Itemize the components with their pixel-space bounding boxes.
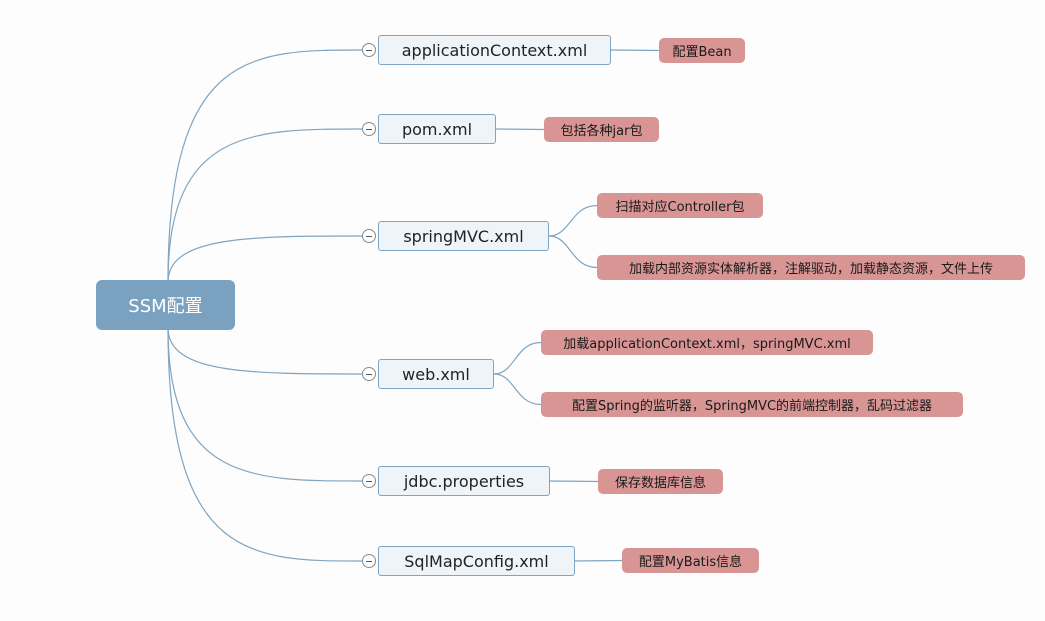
topic-label: applicationContext.xml — [401, 40, 588, 60]
note-scan-controller[interactable]: 扫描对应Controller包 — [597, 193, 763, 218]
note-label: 加载内部资源实体解析器，注解驱动，加载静态资源，文件上传 — [628, 262, 993, 277]
central-topic[interactable]: SSM配置 — [96, 280, 235, 330]
topic-label: jdbc.properties — [403, 471, 525, 491]
note-connector — [495, 128, 545, 131]
collapse-toggle-icon[interactable] — [362, 122, 376, 136]
collapse-toggle-icon[interactable] — [362, 43, 376, 57]
topic-connector — [167, 49, 363, 283]
topic-sqlmapconfig-xml[interactable]: SqlMapConfig.xml — [378, 546, 575, 576]
topic-connector — [167, 235, 363, 283]
topic-web-xml[interactable]: web.xml — [378, 359, 494, 389]
topic-pom-xml[interactable]: pom.xml — [378, 114, 496, 144]
note-connector — [574, 559, 623, 562]
note-connector — [493, 341, 542, 375]
topic-label: web.xml — [402, 364, 470, 384]
topic-connector — [167, 128, 363, 283]
topic-connector — [167, 327, 363, 375]
note-connector — [549, 480, 599, 483]
collapse-toggle-icon[interactable] — [362, 229, 376, 243]
note-configure-bean[interactable]: 配置Bean — [659, 38, 745, 63]
note-save-db-info[interactable]: 保存数据库信息 — [598, 469, 723, 494]
topic-jdbc-properties[interactable]: jdbc.properties — [378, 466, 550, 496]
note-label: 包括各种jar包 — [560, 124, 643, 139]
note-connector — [548, 235, 598, 269]
topic-label: pom.xml — [401, 119, 473, 139]
note-label: 配置Bean — [672, 45, 732, 60]
collapse-toggle-icon[interactable] — [362, 367, 376, 381]
topic-connector — [167, 327, 363, 482]
note-connector — [610, 49, 660, 52]
note-connector — [548, 204, 598, 237]
collapse-toggle-icon[interactable] — [362, 474, 376, 488]
collapse-toggle-icon[interactable] — [362, 554, 376, 568]
topic-label: SqlMapConfig.xml — [404, 551, 549, 571]
topic-connector — [167, 327, 363, 562]
note-label: 配置Spring的监听器，SpringMVC的前端控制器，乱码过滤器 — [571, 399, 933, 414]
central-topic-label: SSM配置 — [128, 296, 203, 317]
note-jar-packages[interactable]: 包括各种jar包 — [544, 117, 659, 142]
note-listener-dispatcher-filter[interactable]: 配置Spring的监听器，SpringMVC的前端控制器，乱码过滤器 — [541, 392, 963, 417]
note-connector — [493, 373, 542, 406]
topic-applicationcontext-xml[interactable]: applicationContext.xml — [378, 35, 611, 65]
note-label: 保存数据库信息 — [614, 476, 706, 491]
note-label: 扫描对应Controller包 — [615, 200, 745, 215]
note-label: 配置MyBatis信息 — [638, 555, 743, 570]
note-resolver-annotations[interactable]: 加载内部资源实体解析器，注解驱动，加载静态资源，文件上传 — [597, 255, 1025, 280]
topic-springmvc-xml[interactable]: springMVC.xml — [378, 221, 549, 251]
note-label: 加载applicationContext.xml，springMVC.xml — [563, 337, 851, 352]
note-load-config-files[interactable]: 加载applicationContext.xml，springMVC.xml — [541, 330, 873, 355]
topic-label: springMVC.xml — [403, 226, 524, 246]
note-mybatis-info[interactable]: 配置MyBatis信息 — [622, 548, 759, 573]
